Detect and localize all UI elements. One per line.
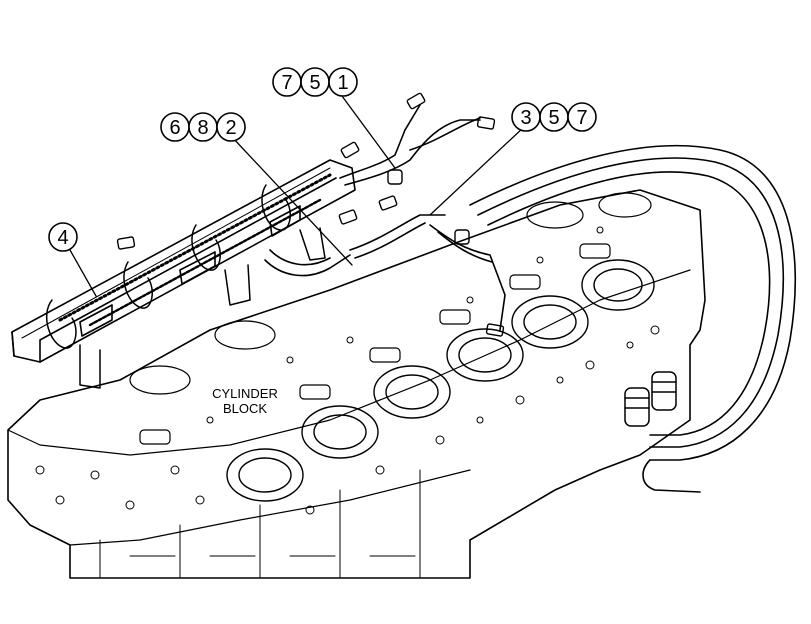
pipe-loop [469, 144, 797, 493]
callout-357-digit-3: 7 [576, 107, 587, 129]
callout-357: 3 5 7 [511, 102, 597, 132]
cylinder-bores-lower [226, 259, 655, 502]
harness-wires [264, 104, 506, 331]
block-label-line2: BLOCK [223, 401, 267, 416]
callout-682-digit-1: 6 [169, 117, 180, 139]
callout-357-digit-1: 3 [520, 107, 531, 129]
block-label-line1: CYLINDER [212, 386, 278, 401]
callout-357-digit-2: 5 [548, 107, 559, 129]
bolt-holes [35, 226, 660, 515]
cylinder-bores-upper [129, 192, 652, 445]
harness-connectors [116, 92, 505, 337]
pipe-fittings [624, 371, 677, 427]
callout-751-digit-2: 5 [309, 72, 320, 94]
callout-682-digit-2: 8 [197, 117, 208, 139]
callout-751-digit-3: 1 [337, 72, 348, 94]
callout-682-digit-3: 2 [225, 117, 236, 139]
callout-4: 4 [48, 222, 78, 252]
harness-connector-bar [11, 159, 356, 363]
callout-751-digit-1: 7 [281, 72, 292, 94]
callout-4-digit: 4 [57, 227, 68, 249]
callout-751: 7 5 1 [272, 67, 358, 97]
harness-clamps [45, 184, 326, 389]
leader-lines [69, 95, 525, 297]
callout-682: 6 8 2 [160, 112, 246, 142]
